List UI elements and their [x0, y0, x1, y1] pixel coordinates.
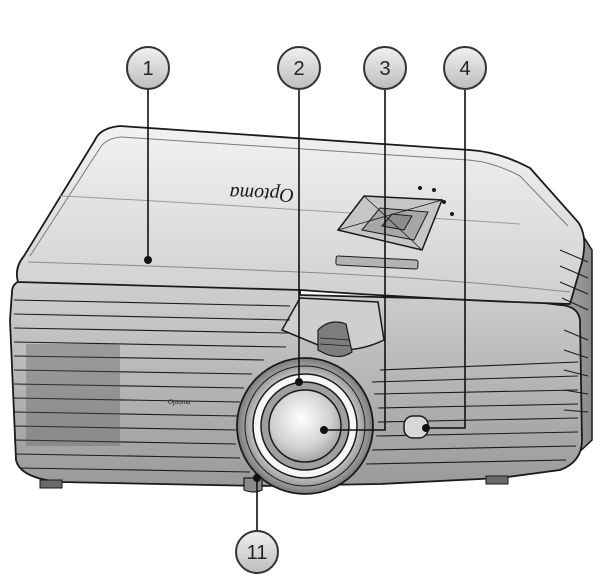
- svg-text:11: 11: [247, 542, 268, 564]
- svg-text:3: 3: [379, 58, 390, 80]
- left-vent-insert: [26, 344, 120, 446]
- front-brand-mark: Optoma: [168, 398, 191, 406]
- svg-text:4: 4: [459, 58, 470, 80]
- side-vents: [559, 249, 589, 413]
- leader-lines: [147, 90, 466, 530]
- callout-1: 1: [126, 46, 170, 90]
- svg-text:1: 1: [142, 58, 153, 80]
- leader-line-4: [428, 90, 466, 429]
- leader-line-3: [326, 90, 386, 431]
- foot-left: [39, 479, 63, 489]
- callout-11: 11: [235, 530, 279, 574]
- callout-3: 3: [363, 46, 407, 90]
- foot-right: [485, 475, 509, 485]
- top-bevel-front: [27, 261, 571, 293]
- lens-glass: [268, 389, 342, 463]
- lens-assembly: [236, 357, 374, 495]
- callout-2: 2: [277, 46, 321, 90]
- svg-text:2: 2: [293, 58, 304, 80]
- callout-4: 4: [443, 46, 487, 90]
- top-divider: [59, 195, 521, 225]
- brand-logo: Optoma: [229, 182, 294, 206]
- top-shell: [15, 125, 586, 305]
- projector-body: Optoma: [9, 125, 593, 495]
- lens-adjust-lever: [280, 297, 385, 358]
- top-slot: [335, 255, 419, 270]
- left-vent-grille: [13, 299, 291, 473]
- control-keypad: [336, 186, 454, 251]
- leader-dots: [144, 256, 430, 482]
- top-bevel: [29, 136, 569, 257]
